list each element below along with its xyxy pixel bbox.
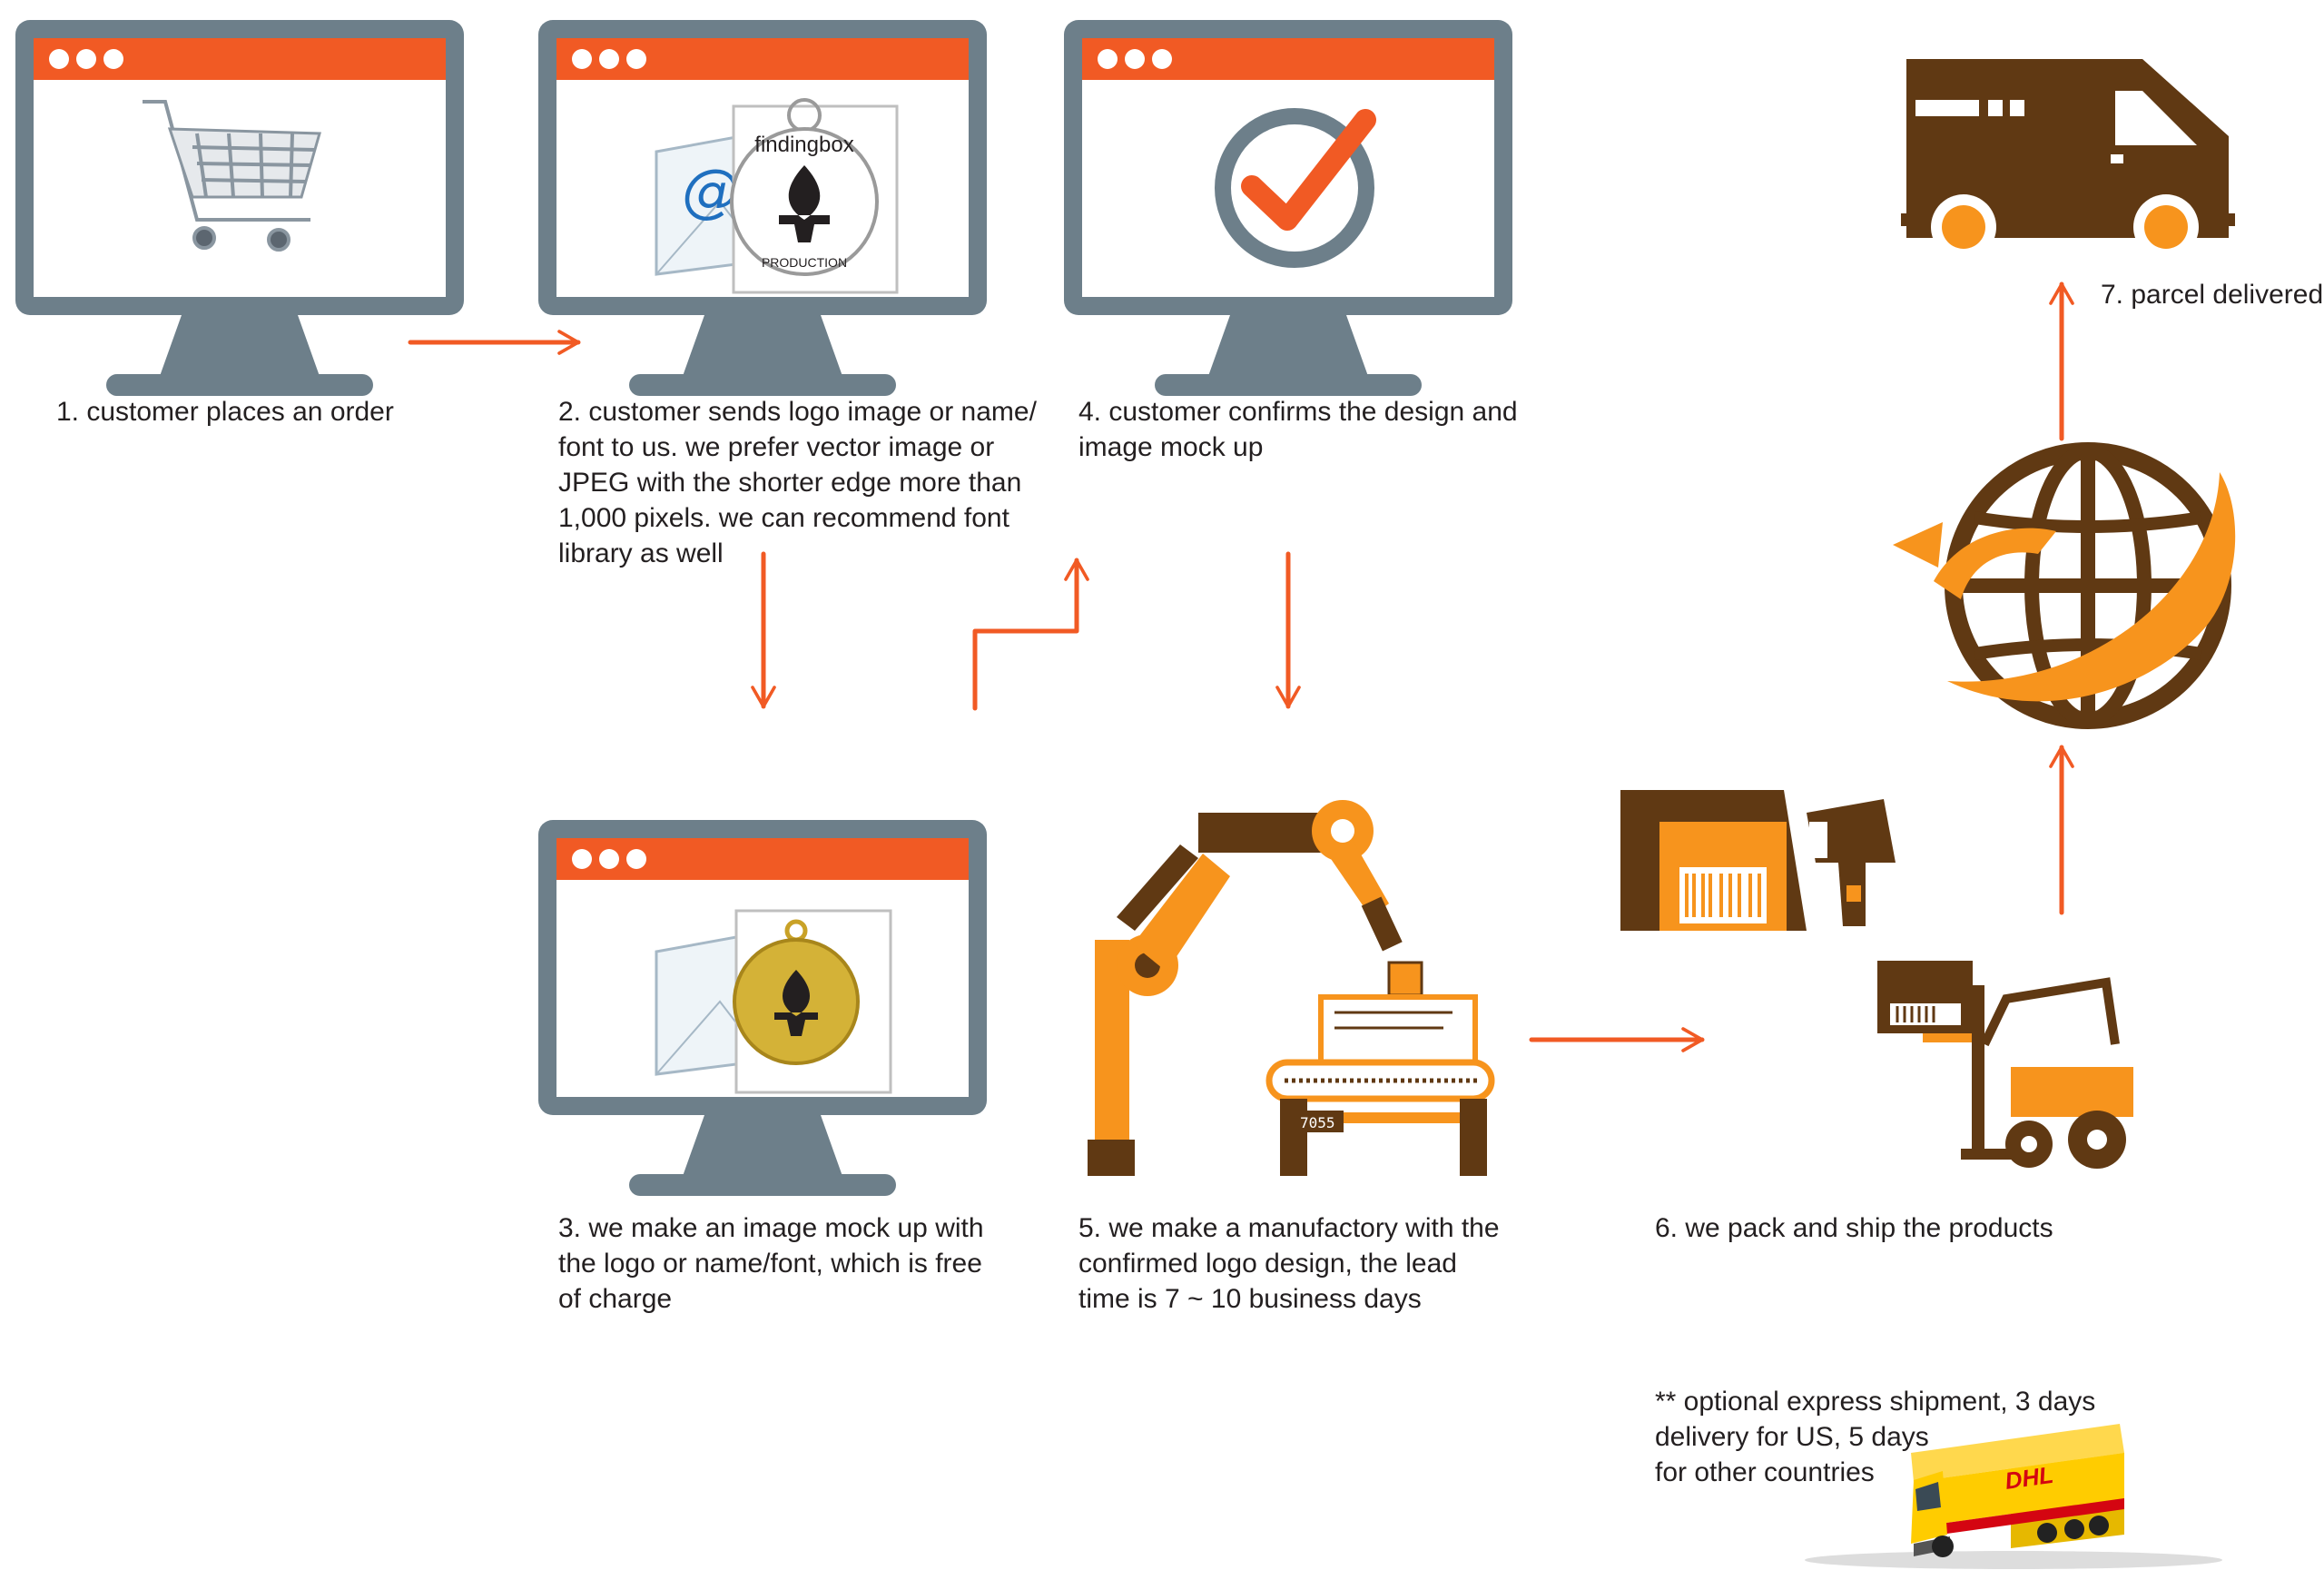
svg-text:findingbox: findingbox <box>754 133 853 157</box>
arrow-3-to-4 <box>972 558 1089 711</box>
pendant-sample-icon: findingbox PRODUCTION <box>730 98 899 294</box>
step-1-caption: 1. customer places an order <box>56 397 394 427</box>
svg-text:7055: 7055 <box>1300 1114 1335 1131</box>
express-shipment-note: ** optional express shipment, 3 days del… <box>1655 1387 2096 1487</box>
svg-text:PRODUCTION: PRODUCTION <box>762 255 847 270</box>
step-7-caption: 7. parcel delivered <box>2101 280 2324 310</box>
delivery-van-icon <box>1901 59 2235 260</box>
step-3-caption: 3. we make an image mock up with the log… <box>558 1213 984 1314</box>
monitor-step2: @ findingbox PRODUCTION <box>538 20 987 396</box>
monitor-step4 <box>1064 20 1512 396</box>
desktop-monitor-icon <box>15 20 464 396</box>
monitor-step1 <box>15 20 464 396</box>
checkmark-icon <box>1215 108 1376 268</box>
step-6-caption: 6. we pack and ship the products <box>1655 1213 2053 1243</box>
step-4-caption: 4. customer confirms the design and imag… <box>1078 397 1518 462</box>
svg-text:@: @ <box>682 158 740 225</box>
shopping-cart-icon <box>143 100 321 252</box>
robot-arm-icon: 7055 <box>1088 800 1495 1176</box>
forklift-icon <box>1877 961 2133 1169</box>
dhl-truck-icon: DHL <box>1805 1424 2222 1569</box>
globe-icon <box>1893 442 2236 729</box>
flow-arrows <box>408 281 2074 1052</box>
monitor-step3 <box>538 820 987 1196</box>
step-2-caption: 2. customer sends logo image or name/ fo… <box>558 397 1037 568</box>
gold-pendant-icon <box>733 909 892 1094</box>
svg-text:DHL: DHL <box>2004 1461 2055 1495</box>
barcode-scanner-icon <box>1620 790 1896 931</box>
step-5-caption: 5. we make a manufactory with the confir… <box>1078 1213 1500 1314</box>
